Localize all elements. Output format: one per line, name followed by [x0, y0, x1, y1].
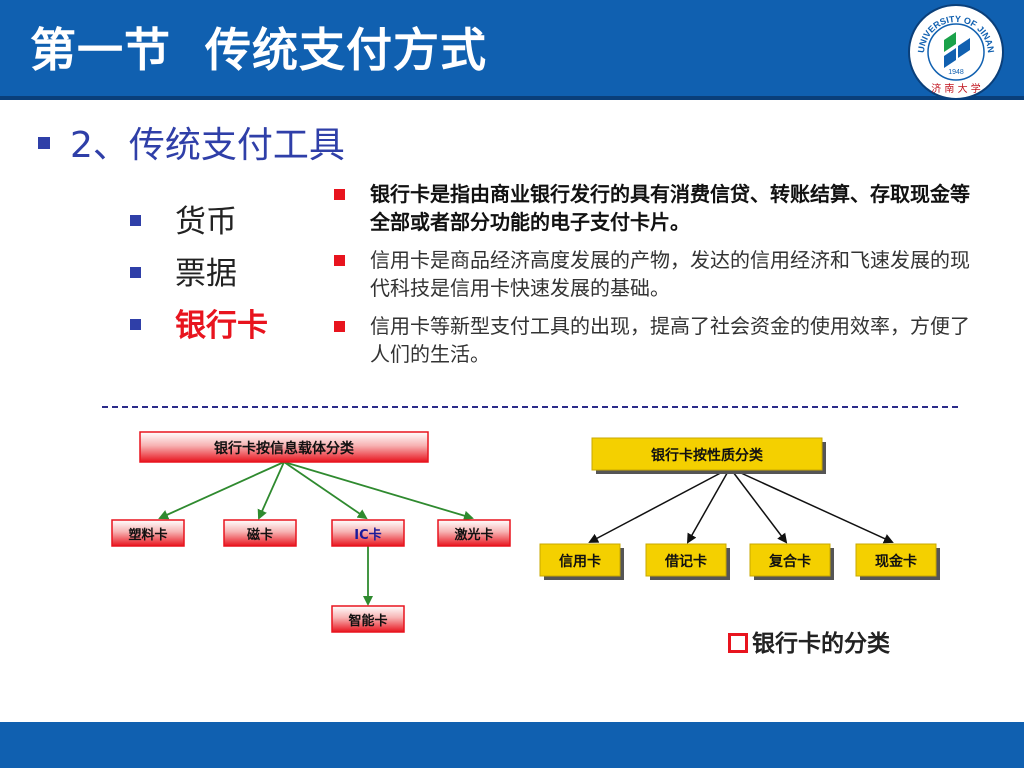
description-item: 信用卡是商品经济高度发展的产物，发达的信用经济和飞速发展的现代科技是信用卡快速发…	[332, 246, 972, 302]
right-child-label: 复合卡	[768, 553, 811, 570]
list-item-label: 票据	[175, 256, 237, 292]
payment-tools-list: 货币 票据 银行卡	[130, 196, 268, 352]
hollow-square-icon	[728, 632, 748, 653]
caption-text: 银行卡的分类	[752, 631, 890, 657]
left-root-label: 银行卡按信息载体分类	[214, 440, 355, 457]
left-tree-connectors	[158, 461, 474, 606]
left-sub-node: 智能卡	[331, 605, 405, 633]
bullet-square-icon	[334, 189, 345, 200]
right-child-label: 信用卡	[559, 553, 601, 570]
left-child-node: 磁卡	[223, 519, 297, 547]
list-item: 票据	[130, 248, 268, 300]
list-item-highlighted: 银行卡	[130, 300, 268, 352]
subtitle-text: 2、传统支付工具	[70, 125, 345, 166]
dashed-divider	[102, 406, 958, 408]
figure-caption: 银行卡的分类	[728, 624, 890, 658]
bullet-square-icon	[130, 215, 141, 226]
left-child-label: 塑料卡	[128, 527, 167, 543]
bullet-square-icon	[334, 321, 345, 332]
description-text: 信用卡是商品经济高度发展的产物，发达的信用经济和飞速发展的现代科技是信用卡快速发…	[370, 248, 970, 300]
left-root-node: 银行卡按信息载体分类	[139, 431, 429, 463]
left-child-node: IC卡	[331, 519, 405, 547]
description-item: 信用卡等新型支付工具的出现，提高了社会资金的使用效率，方便了人们的生活。	[332, 312, 972, 368]
list-item-label: 银行卡	[175, 308, 268, 344]
right-child-node: 现金卡	[855, 543, 940, 580]
left-child-node: 激光卡	[437, 519, 511, 547]
left-child-node: 塑料卡	[111, 519, 185, 547]
left-sub-label: 智能卡	[348, 613, 387, 629]
svg-text:济 南 大 学: 济 南 大 学	[931, 82, 981, 95]
bullet-square-icon	[130, 319, 141, 330]
footer-bar	[0, 722, 1024, 768]
right-child-node: 借记卡	[645, 543, 730, 580]
right-child-label: 现金卡	[875, 553, 917, 570]
list-item: 货币	[130, 196, 268, 248]
section-subtitle: 2、传统支付工具	[38, 116, 345, 168]
left-child-label: IC卡	[354, 527, 381, 543]
description-item: 银行卡是指由商业银行发行的具有消费信贷、转账结算、存取现金等全部或者部分功能的电…	[332, 180, 972, 236]
right-child-node: 复合卡	[749, 543, 834, 580]
bullet-square-icon	[334, 255, 345, 266]
right-root-label: 银行卡按性质分类	[651, 447, 764, 464]
bullet-square-icon	[38, 137, 50, 149]
description-text: 信用卡等新型支付工具的出现，提高了社会资金的使用效率，方便了人们的生活。	[370, 314, 970, 366]
right-child-label: 借记卡	[664, 553, 707, 570]
page-title: 第一节 传统支付方式	[30, 23, 488, 77]
left-child-label: 磁卡	[247, 527, 273, 543]
classification-diagrams: 银行卡按信息载体分类 塑料卡 磁卡 IC卡 激光卡 智能卡 银行卡按性质分类 信…	[111, 431, 940, 633]
bank-card-description-list: 银行卡是指由商业银行发行的具有消费信贷、转账结算、存取现金等全部或者部分功能的电…	[332, 180, 972, 378]
header-bar: 第一节 传统支付方式 UNIVERSITY OF JINAN 1948 济 南 …	[0, 0, 1024, 100]
left-child-label: 激光卡	[454, 527, 493, 543]
bullet-square-icon	[130, 267, 141, 278]
logo-year: 1948	[948, 69, 964, 76]
right-root-node: 银行卡按性质分类	[591, 437, 826, 474]
right-tree-connectors	[588, 467, 894, 544]
list-item-label: 货币	[175, 204, 237, 240]
right-child-node: 信用卡	[539, 543, 624, 580]
university-logo-icon: UNIVERSITY OF JINAN 1948 济 南 大 学	[908, 4, 1004, 100]
description-text: 银行卡是指由商业银行发行的具有消费信贷、转账结算、存取现金等全部或者部分功能的电…	[370, 182, 970, 234]
